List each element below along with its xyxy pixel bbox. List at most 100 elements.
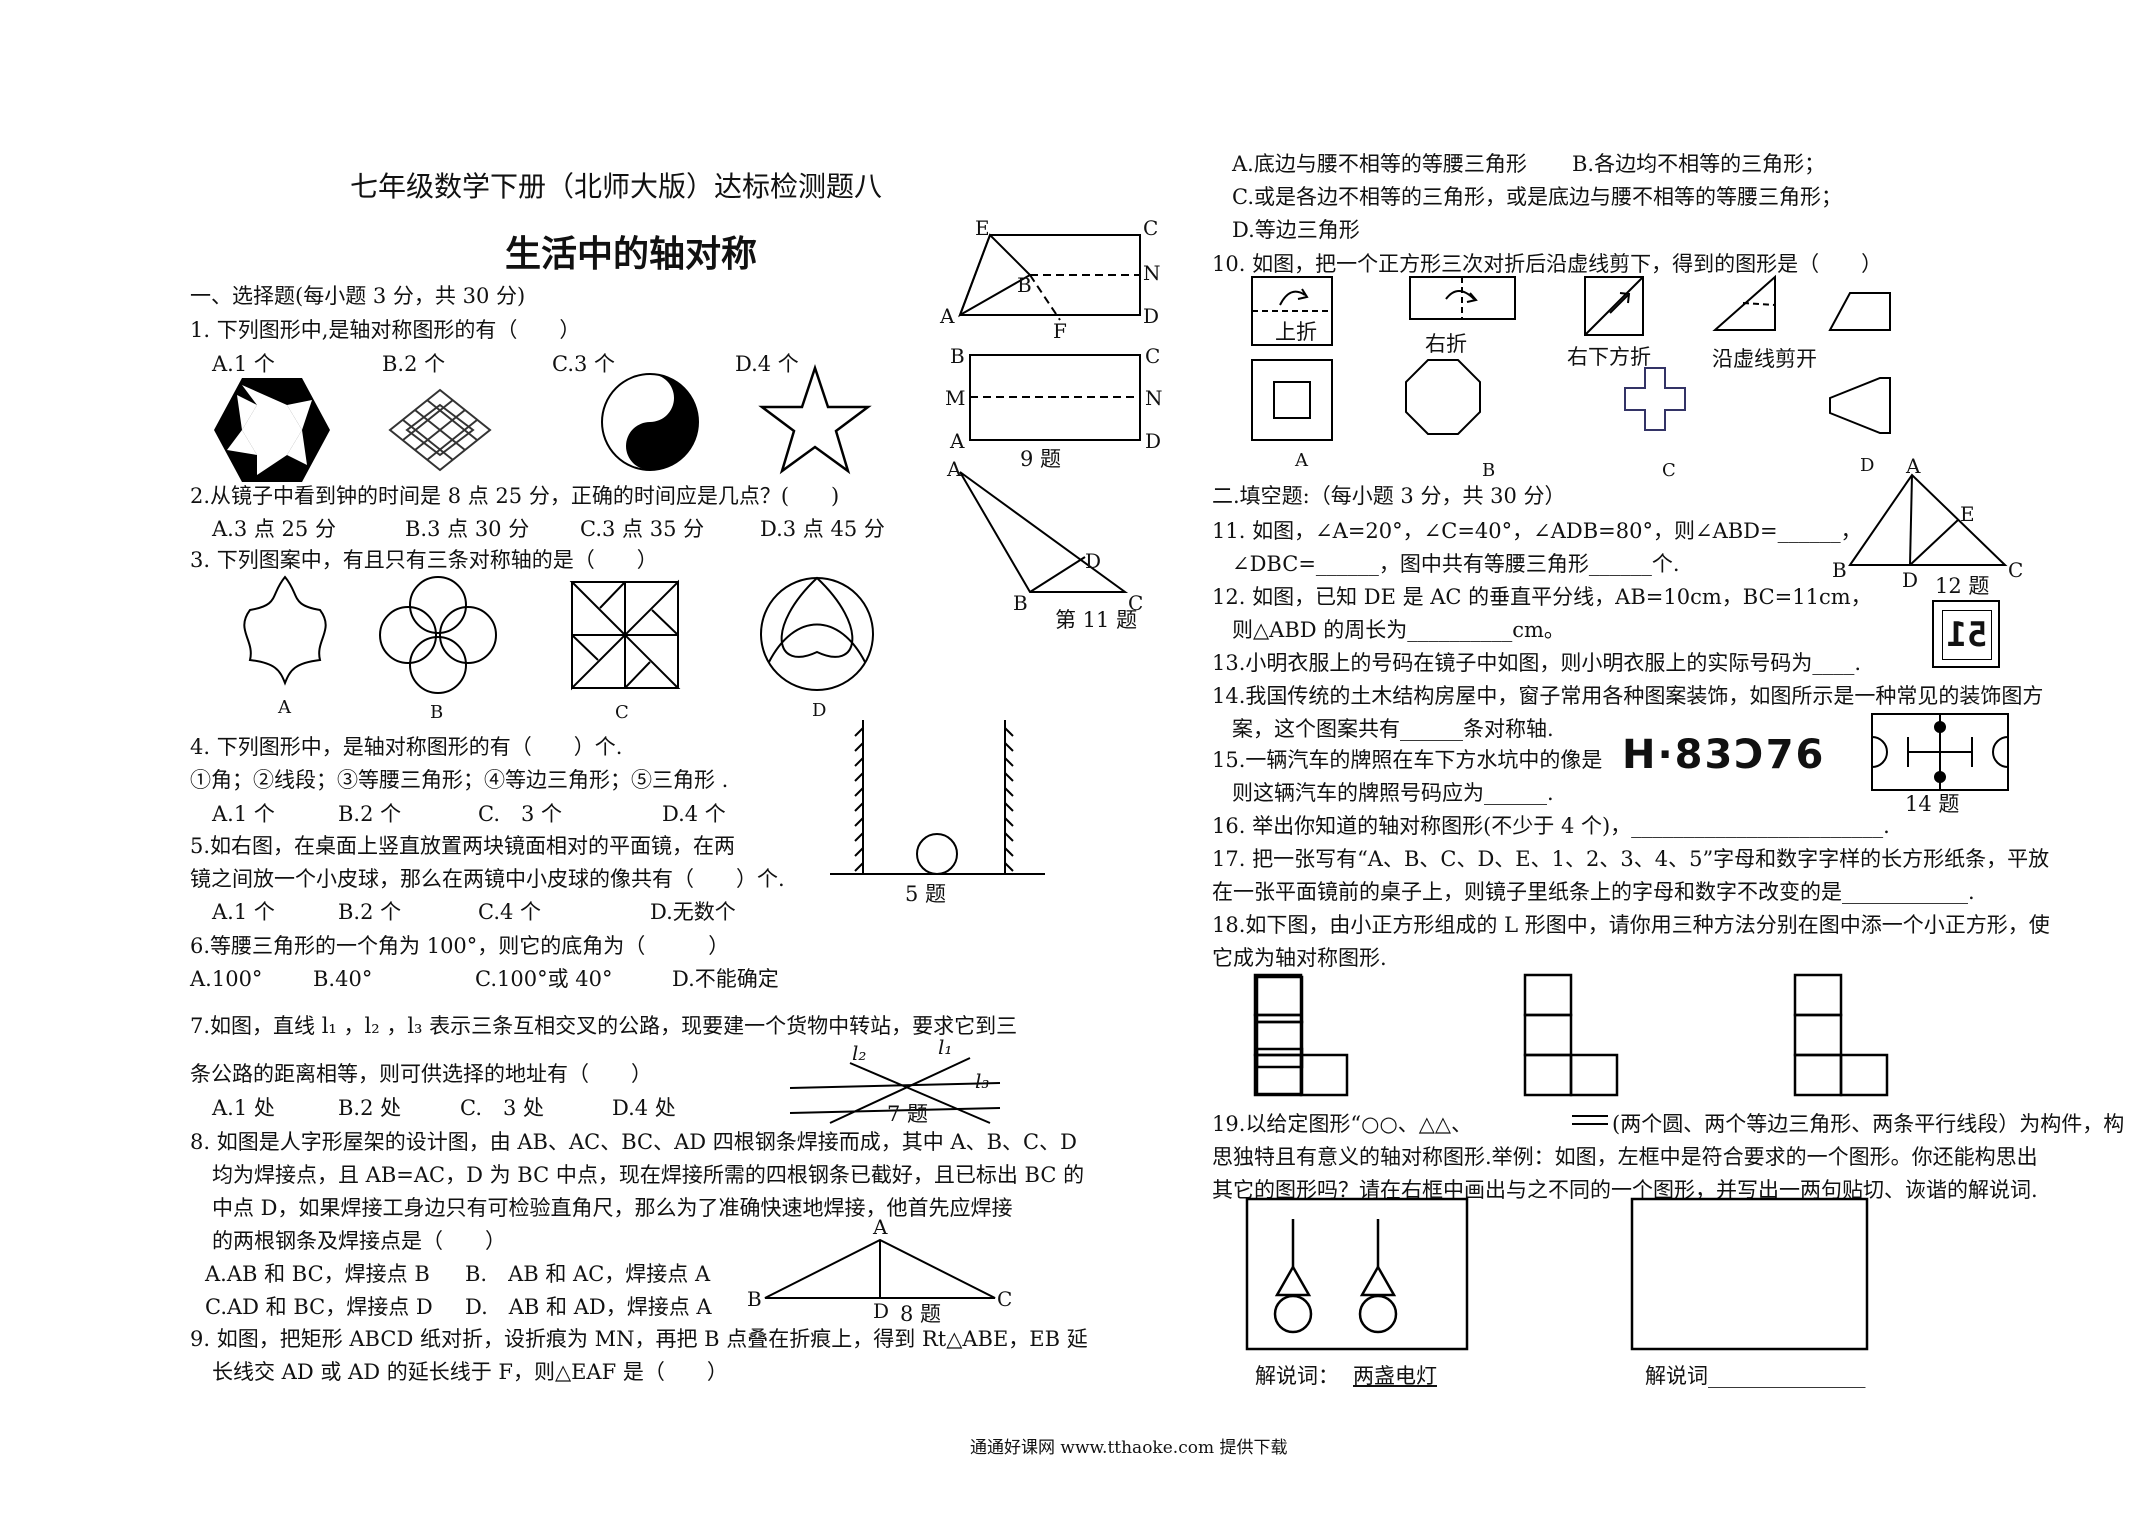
q7-label-l1: l₁ — [938, 1035, 952, 1059]
q8-truss-figure: A B C D — [747, 1215, 1012, 1323]
q8-opt-d: D. AB 和 AD，焊接点 A — [465, 1295, 712, 1319]
q10-answers-figure — [1251, 359, 1891, 441]
q9-rect-figure: B C M N A D — [945, 344, 1163, 453]
q3-label-d: D — [812, 700, 827, 721]
q9-label-b: B — [1017, 273, 1032, 297]
q10-label-b: B — [1482, 460, 1496, 481]
q1-yinyang-figure — [601, 373, 699, 471]
q19-caption-label: 解说词： — [1255, 1364, 1339, 1388]
q7-line2: 条公路的距离相等，则可供选择的地址有（ ） — [190, 1062, 652, 1086]
q9-label-d: D — [1143, 304, 1159, 328]
q12-label-e: E — [1960, 502, 1975, 526]
q8-line2: 均为焊接点，且 AB=AC，D 为 BC 中点，现在焊接所需的四根钢条已截好，且… — [212, 1163, 1085, 1187]
q9-label-f: F — [1053, 319, 1067, 343]
q1-stem: 1. 下列图形中,是轴对称图形的有（ ） — [190, 318, 581, 342]
q1-opt-c: C.3 个 — [552, 352, 616, 376]
q3-figure-a — [243, 575, 327, 686]
q9-opt-b: B.各边均不相等的三角形； — [1572, 152, 1826, 176]
q2-opt-d: D.3 点 45 分 — [760, 517, 885, 541]
q5-opt-d: D.无数个 — [650, 900, 736, 924]
q10-step-3: 右下方折 — [1567, 345, 1651, 369]
q4-opt-c: C. 3 个 — [478, 802, 563, 826]
q8-line1: 8. 如图是人字形屋架的设计图，由 AB、AC、BC、AD 四根钢条焊接而成，其… — [190, 1130, 1077, 1154]
q18-l-shape-grid — [1253, 973, 1889, 1097]
q19-caption-blank[interactable]: 解说词_______________ — [1645, 1364, 1866, 1388]
q4-opt-d: D.4 个 — [662, 802, 726, 826]
q2-stem: 2.从镜子中看到钟的时间是 8 点 25 分，正确的时间应是几点？( ) — [190, 484, 840, 508]
q7-lines-figure: l₂ l₁ l₃ — [789, 1035, 1001, 1124]
q5-opt-b: B.2 个 — [338, 900, 402, 924]
q9-label-a: A — [939, 304, 955, 328]
q9-line2: 长线交 AD 或 AD 的延长线于 F，则△EAF 是（ ） — [212, 1360, 728, 1384]
q7-opt-d: D.4 处 — [612, 1096, 676, 1120]
q19-example-box — [1245, 1197, 1469, 1351]
q5-opt-c: C.4 个 — [478, 900, 542, 924]
q17-line1: 17. 把一张写有“A、B、C、D、E、1、2、3、4、5”字母和数字字样的长方… — [1212, 847, 2050, 871]
q5-opt-a: A.1 个 — [212, 900, 275, 924]
q8-line3: 中点 D，如果焊接工身边只有可检验直角尺，那么为了准确快速地焊接，他首先应焊接 — [212, 1196, 1013, 1220]
q9-fig-caption: 9 题 — [1020, 447, 1062, 471]
q13-mirror-box: 51 — [1932, 600, 2000, 668]
section-1-heading: 一、选择题(每小题 3 分，共 30 分) — [190, 284, 526, 308]
q19-parallel-lines-icon — [1572, 1115, 1608, 1125]
q1-opt-b: B.2 个 — [382, 352, 446, 376]
q11-label-a: A — [946, 457, 962, 481]
q11-label-d: D — [1085, 549, 1101, 573]
q8-opt-c: C.AD 和 BC，焊接点 D — [205, 1295, 433, 1319]
q9-line1: 9. 如图，把矩形 ABCD 纸对折，设折痕为 MN，再把 B 点叠在折痕上，得… — [190, 1327, 1088, 1351]
q7-line1: 7.如图，直线 l₁ ，l₂ ，l₃ 表示三条互相交叉的公路，现要建一个货物中转… — [190, 1014, 1018, 1038]
q3-label-b: B — [430, 702, 444, 723]
section-2-heading: 二.填空题:（每小题 3 分，共 30 分） — [1212, 484, 1566, 508]
q6-opt-d: D.不能确定 — [672, 967, 779, 991]
q8-label-b: B — [747, 1287, 762, 1311]
q6-opt-c: C.100°或 40° — [475, 967, 613, 991]
q6-opt-a: A.100° — [190, 967, 263, 991]
q11-line2: ∠DBC=______，图中共有等腰三角形______个. — [1232, 552, 1680, 576]
q5-line2: 镜之间放一个小皮球，那么在两镜中小皮球的像共有（ ）个. — [190, 867, 785, 891]
q14-fig-caption: 14 题 — [1905, 792, 1960, 816]
q6-stem: 6.等腰三角形的一个角为 100°，则它的底角为（ ） — [190, 934, 730, 958]
q3-figure-d — [760, 576, 874, 691]
q11-label-c: C — [1128, 591, 1143, 615]
q4-items: ①角；②线段；③等腰三角形；④等边三角形；⑤三角形 . — [190, 768, 729, 792]
q3-label-c: C — [615, 702, 629, 723]
q12-triangle-figure: A E B D C — [1832, 454, 2023, 592]
q11-fig-caption: 第 11 题 — [1055, 608, 1138, 632]
q3-stem: 3. 下列图案中，有且只有三条对称轴的是（ ） — [190, 548, 658, 572]
q7-label-l2: l₂ — [852, 1041, 866, 1065]
q9r-label-d: D — [1145, 429, 1161, 453]
q19-answer-box[interactable] — [1630, 1197, 1880, 1357]
q13-mirror-number: 51 — [1942, 610, 1992, 660]
q9-fold-figure: E C N A B F D — [939, 216, 1161, 343]
q10-label-c: C — [1662, 460, 1676, 481]
q10-steps-figure — [1251, 274, 1891, 346]
q2-opt-c: C.3 点 35 分 — [580, 517, 705, 541]
q10-stem: 10. 如图，把一个正方形三次对折后沿虚线剪下，得到的图形是（ ） — [1212, 252, 1883, 276]
q17-line2: 在一张平面镜前的桌子上，则镜子里纸条上的字母和数字不改变的是__________… — [1212, 880, 1975, 904]
q4-opt-a: A.1 个 — [212, 802, 275, 826]
q19-line1b: (两个圆、两个等边三角形、两条平行线段）为构件，构 — [1612, 1112, 2125, 1136]
q1-hexagon-figure — [214, 378, 330, 482]
q12-line2: 则△ABD 的周长为__________cm。 — [1232, 618, 1565, 642]
page-footer: 通通好课网 www.tthaoke.com 提供下载 — [970, 1438, 1288, 1458]
q19-line2: 思独特且有意义的轴对称图形.举例：如图，左框中是符合要求的一个图形。你还能构思出 — [1212, 1145, 2038, 1169]
q12-fig-caption: 12 题 — [1935, 574, 1990, 598]
q9r-label-a: A — [949, 429, 965, 453]
q5-line1: 5.如右图，在桌面上竖直放置两块镜面相对的平面镜，在两 — [190, 834, 736, 858]
q1-knot-figure — [388, 388, 492, 472]
q18-line1: 18.如下图，由小正方形组成的 L 形图中，请你用三种方法分别在图中添一个小正方… — [1212, 913, 2050, 937]
q9r-label-n: N — [1145, 386, 1163, 410]
q12-label-c: C — [2008, 558, 2023, 582]
q16-stem: 16. 举出你知道的轴对称图形(不少于 4 个)，_______________… — [1212, 814, 1890, 838]
q8-fig-caption: 8 题 — [900, 1302, 942, 1326]
q3-label-a: A — [278, 697, 291, 718]
q12-label-a: A — [1905, 454, 1921, 478]
q9-label-c: C — [1143, 216, 1158, 240]
page-subtitle: 生活中的轴对称 — [505, 233, 758, 275]
q8-line4: 的两根钢条及焊接点是（ ） — [212, 1229, 506, 1253]
q14-window-pattern — [1871, 713, 2009, 791]
q8-opt-a: A.AB 和 BC，焊接点 B — [205, 1262, 430, 1286]
q4-opt-b: B.2 个 — [338, 802, 402, 826]
q3-figure-b — [379, 576, 497, 694]
q7-opt-b: B.2 处 — [338, 1096, 402, 1120]
